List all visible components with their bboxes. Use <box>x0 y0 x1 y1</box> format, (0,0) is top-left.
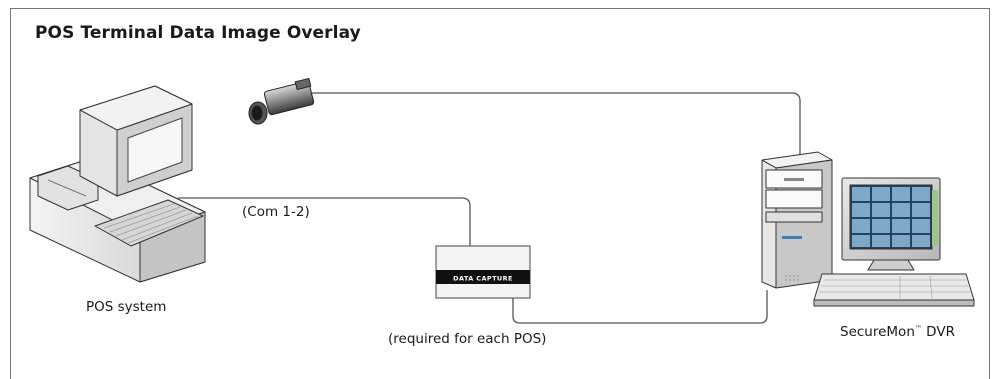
com-port-label: (Com 1-2) <box>242 204 310 220</box>
trademark-mark: ™ <box>914 324 922 333</box>
data-capture-box-icon <box>435 245 531 299</box>
keyboard-icon <box>813 273 975 307</box>
monitor-icon <box>841 177 941 271</box>
cable-camera-to-dvr <box>312 92 801 160</box>
required-note-label: (required for each POS) <box>388 331 547 347</box>
pos-terminal-icon <box>29 85 206 283</box>
cable-pos-to-capture <box>178 197 471 246</box>
dvr-suffix: DVR <box>921 324 955 340</box>
cables <box>178 92 801 324</box>
dvr-tower-icon <box>761 151 833 289</box>
dvr-name: SecureMon <box>840 324 915 340</box>
diagram-title: POS Terminal Data Image Overlay <box>35 23 361 43</box>
cable-capture-to-dvr <box>512 290 768 324</box>
security-camera-icon <box>248 77 315 125</box>
data-capture-label: DATA CAPTURE <box>453 275 513 283</box>
diagram-frame <box>10 8 990 379</box>
pos-system-label: POS system <box>86 299 167 315</box>
dvr-label: SecureMon™ DVR <box>840 324 955 340</box>
